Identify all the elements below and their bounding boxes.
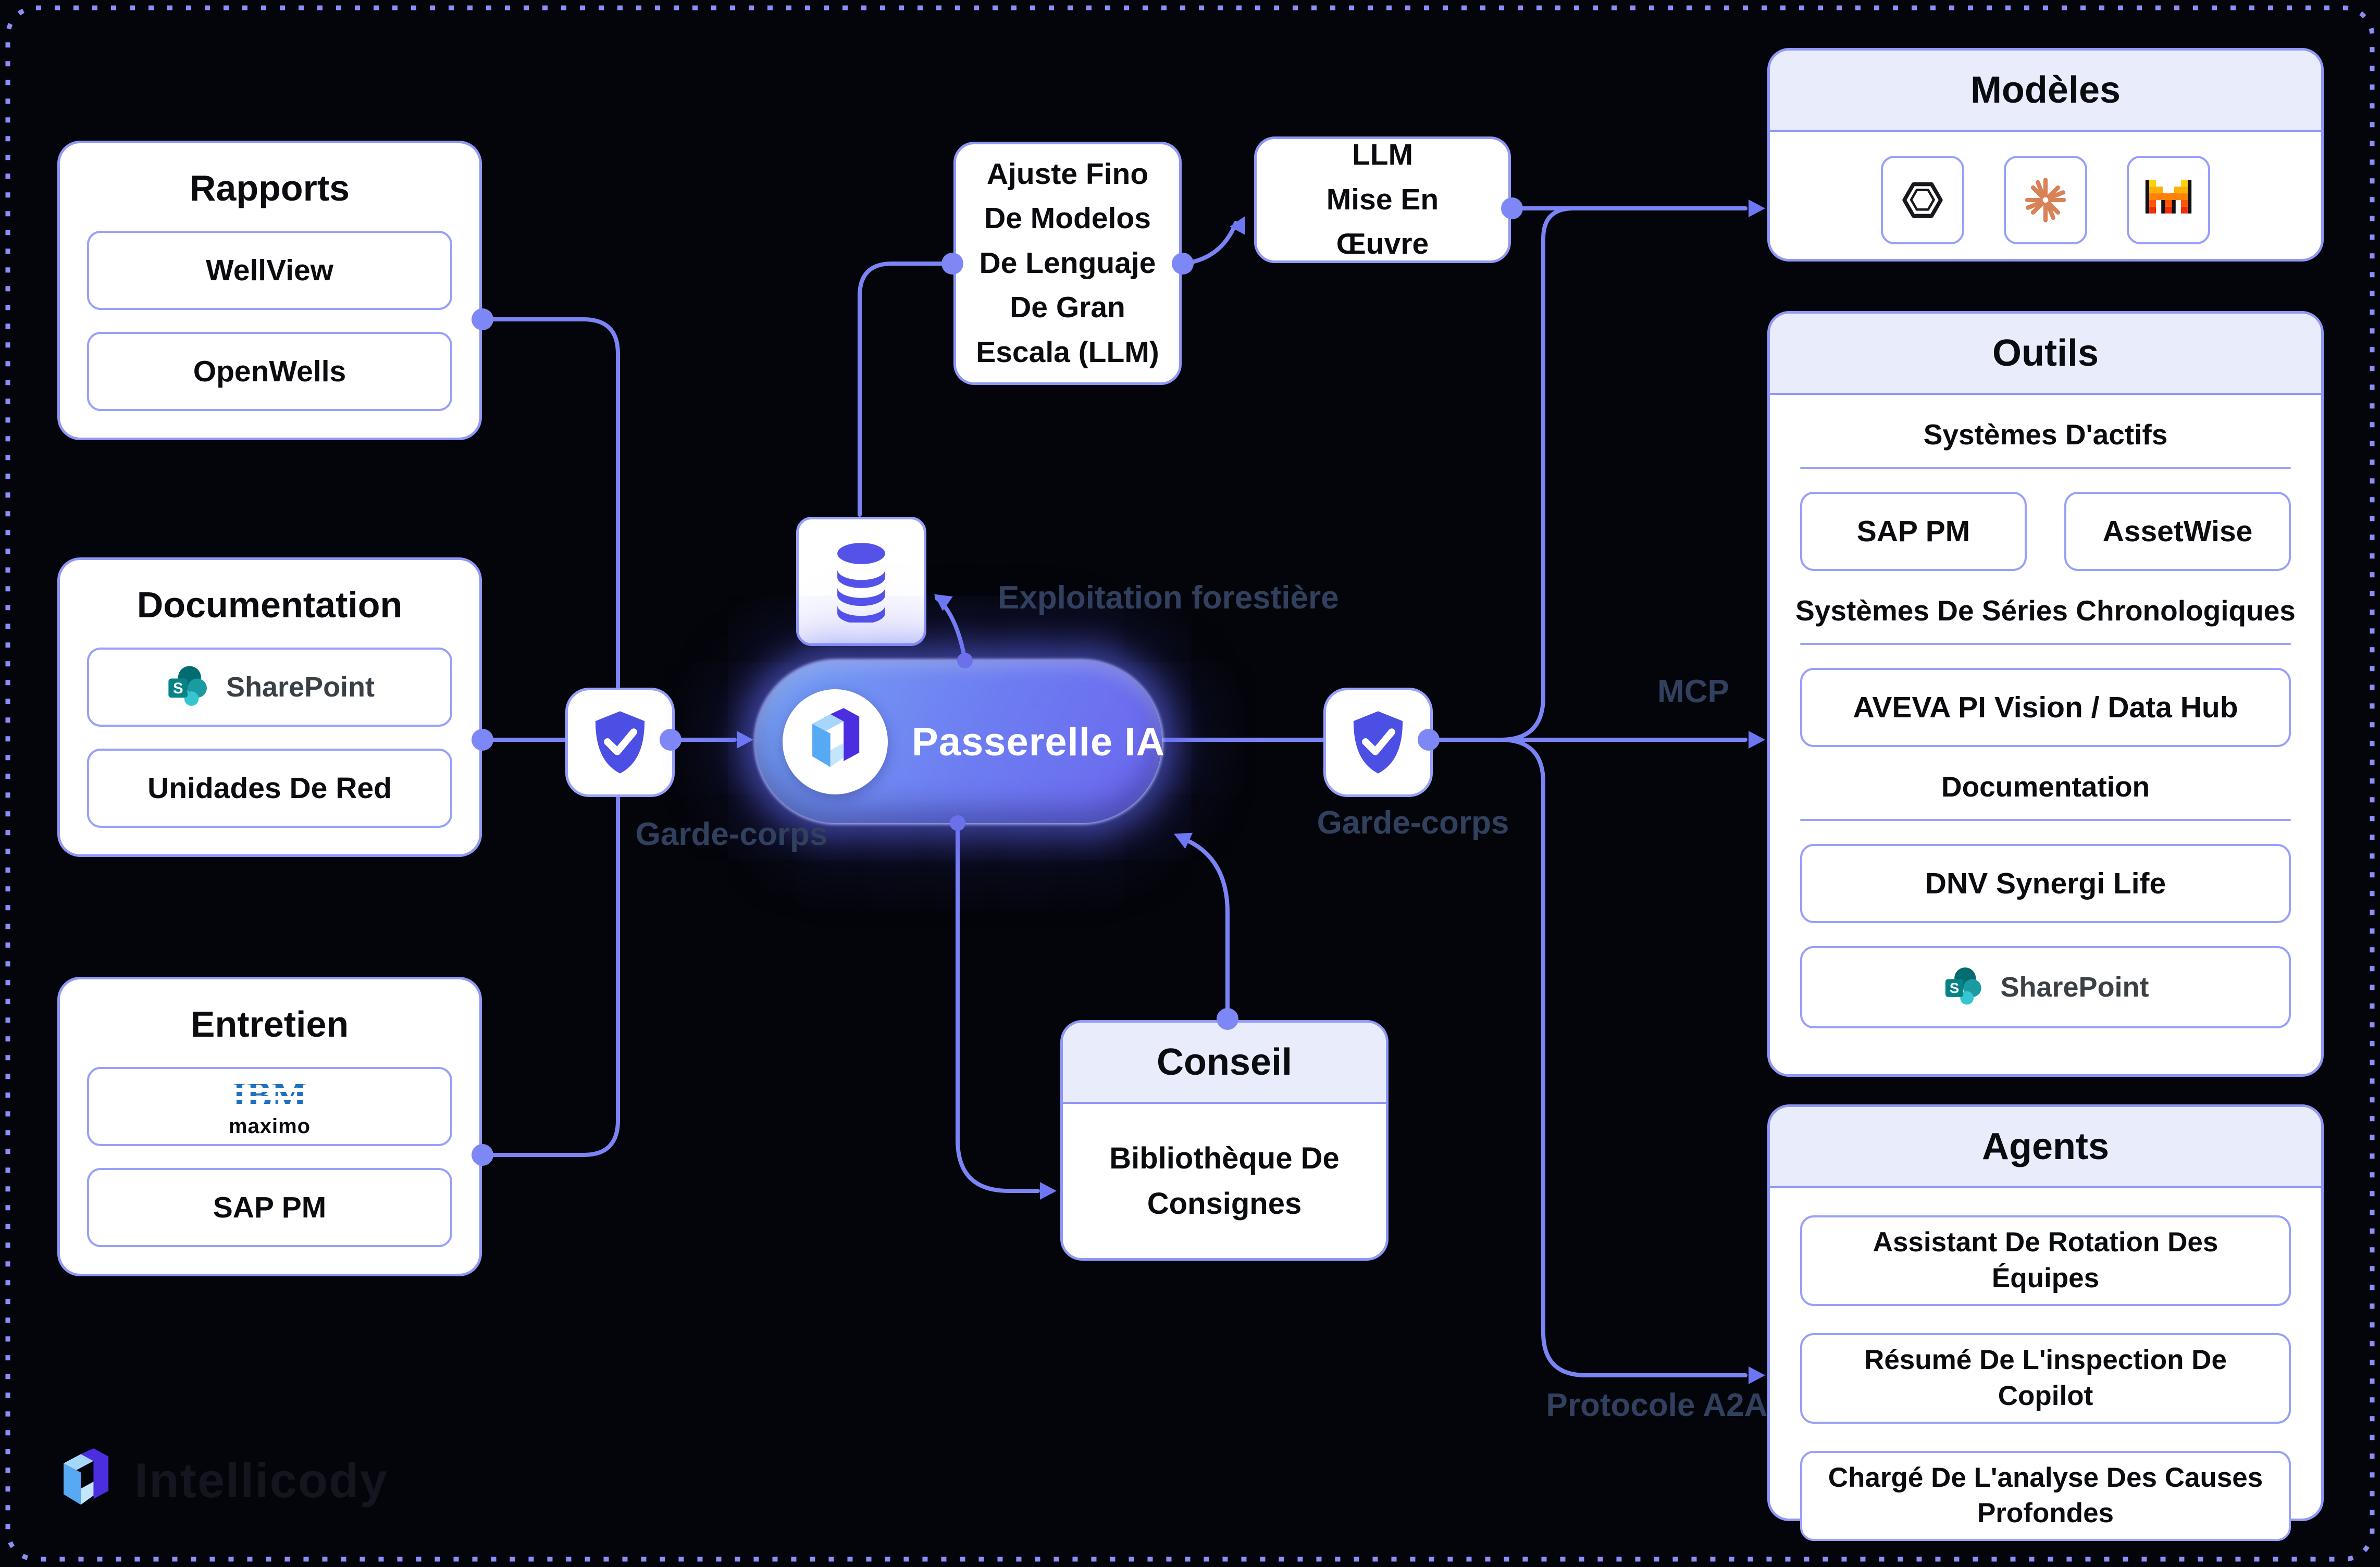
ai-gateway-pill: Passerelle IA xyxy=(755,661,1166,823)
canvas-dashed-border xyxy=(5,5,2375,1562)
item-label: SharePoint xyxy=(226,671,375,703)
models-header: Modèles xyxy=(1770,51,2321,132)
gateway-badge xyxy=(783,689,888,794)
ibm-maximo-logo: IBM maximo xyxy=(229,1076,311,1137)
agents-title: Agents xyxy=(1981,1126,2110,1167)
shield-check-icon xyxy=(1353,711,1403,774)
guardrail-right-label: Garde-corps xyxy=(1317,805,1509,841)
models-title: Modèles xyxy=(1970,69,2121,111)
models-box: Modèles xyxy=(1767,48,2324,262)
agents-header: Agents xyxy=(1770,1107,2321,1188)
source-item-unidades: Unidades De Red xyxy=(87,749,452,828)
mcp-label: MCP xyxy=(1657,674,1729,710)
tools-header: Outils xyxy=(1770,314,2321,395)
divider xyxy=(1800,819,2291,821)
item-label: SharePoint xyxy=(2000,972,2149,1003)
entretien-title: Entretien xyxy=(190,1004,349,1044)
brand-wordmark: Intellicody xyxy=(134,1453,388,1508)
agents-box: Agents Assistant De Rotation Des Équipes… xyxy=(1767,1104,2324,1541)
llm-deploy-label: LLM Mise En Œuvre xyxy=(1276,133,1489,267)
tool-item-sharepoint: S SharePoint xyxy=(1800,946,2291,1028)
llm-line1: LLM xyxy=(1352,138,1414,172)
guardrail-right-node xyxy=(1323,688,1433,797)
documentation-box: Documentation S SharePoint Unidades De R… xyxy=(57,557,482,857)
asset-systems-label: Systèmes D'actifs xyxy=(1923,418,2168,451)
sharepoint-logo-row: S SharePoint xyxy=(165,663,375,711)
sharepoint-s: S xyxy=(1950,980,1959,996)
model-card-anthropic xyxy=(2004,156,2087,244)
source-item-wellview: WellView xyxy=(87,231,452,310)
maximo-label: maximo xyxy=(228,1115,311,1138)
logging-label: Exploitation forestière xyxy=(998,580,1339,616)
sharepoint-icon: S xyxy=(168,666,207,706)
gateway-cube-logo xyxy=(812,708,860,767)
tool-item-sap-pm: SAP PM xyxy=(1800,492,2027,571)
sharepoint-s: S xyxy=(173,680,183,697)
agent-item-shift-rotation: Assistant De Rotation Des Équipes xyxy=(1800,1215,2291,1306)
sharepoint-logo-row: S SharePoint xyxy=(1942,965,2149,1010)
item-label: Unidades De Red xyxy=(147,772,392,805)
prompt-library-item: Bibliothèque De Consignes xyxy=(1109,1141,1340,1221)
entretien-box: Entretien IBM maximo SAP PM xyxy=(57,977,482,1276)
tool-item-aveva: AVEVA PI Vision / Data Hub xyxy=(1800,668,2291,747)
tool-item-assetwise: AssetWise xyxy=(2064,492,2291,571)
tools-title: Outils xyxy=(1992,332,2099,374)
source-item-openwells: OpenWells xyxy=(87,332,452,411)
mistral-icon xyxy=(2145,180,2192,214)
item-label: SAP PM xyxy=(213,1191,327,1224)
tools-box: Outils Systèmes D'actifs SAP PM AssetWis… xyxy=(1767,311,2324,1077)
documentation-title: Documentation xyxy=(137,584,403,625)
source-item-sap-pm: SAP PM xyxy=(87,1168,452,1247)
guardrail-left-label: Garde-corps xyxy=(635,816,828,852)
database-node xyxy=(796,517,926,646)
sharepoint-icon: S xyxy=(1945,967,1982,1005)
model-card-openai xyxy=(1881,156,1964,244)
llm-line2: Mise En Œuvre xyxy=(1326,182,1439,261)
finetune-label: Ajuste Fino De Modelos De Lenguaje De Gr… xyxy=(976,157,1159,369)
divider xyxy=(1800,467,2291,469)
shield-check-icon xyxy=(595,711,645,774)
finetune-box: Ajuste Fino De Modelos De Lenguaje De Gr… xyxy=(953,142,1182,385)
rapports-title: Rapports xyxy=(189,168,350,208)
rapports-box: Rapports WellView OpenWells xyxy=(57,141,482,440)
a2a-label: Protocole A2A xyxy=(1546,1387,1768,1423)
model-card-mistral xyxy=(2127,156,2210,244)
item-label: OpenWells xyxy=(193,355,346,388)
model-icons-row xyxy=(1770,156,2321,244)
source-item-sharepoint: S SharePoint xyxy=(87,648,452,727)
divider xyxy=(1800,643,2291,645)
guardrail-left-node xyxy=(565,688,675,797)
conseil-box: Conseil Bibliothèque De Consignes xyxy=(1060,1020,1389,1261)
brand-logo xyxy=(64,1448,109,1505)
item-label: WellView xyxy=(205,254,333,287)
brand-lockup: Intellicody xyxy=(56,1447,388,1514)
conseil-header: Conseil xyxy=(1063,1023,1386,1104)
anthropic-icon xyxy=(2025,178,2066,222)
gateway-label: Passerelle IA xyxy=(912,719,1166,764)
agent-item-root-cause: Chargé De L'analyse Des Causes Profondes xyxy=(1800,1450,2291,1541)
openai-icon xyxy=(1902,182,1943,218)
conseil-title: Conseil xyxy=(1156,1041,1293,1083)
database-icon xyxy=(837,543,885,623)
asset-systems-row: SAP PM AssetWise xyxy=(1800,492,2291,571)
timeseries-systems-label: Systèmes De Séries Chronologiques xyxy=(1795,594,2296,627)
llm-deploy-box: LLM Mise En Œuvre xyxy=(1254,136,1511,263)
documentation-section-label: Documentation xyxy=(1941,770,2150,803)
source-item-ibm-maximo: IBM maximo xyxy=(87,1067,452,1146)
agent-item-copilot-inspection: Résumé De L'inspection De Copilot xyxy=(1800,1333,2291,1424)
ibm-icon: IBM xyxy=(232,1074,307,1116)
tool-item-dnv: DNV Synergi Life xyxy=(1800,844,2291,923)
